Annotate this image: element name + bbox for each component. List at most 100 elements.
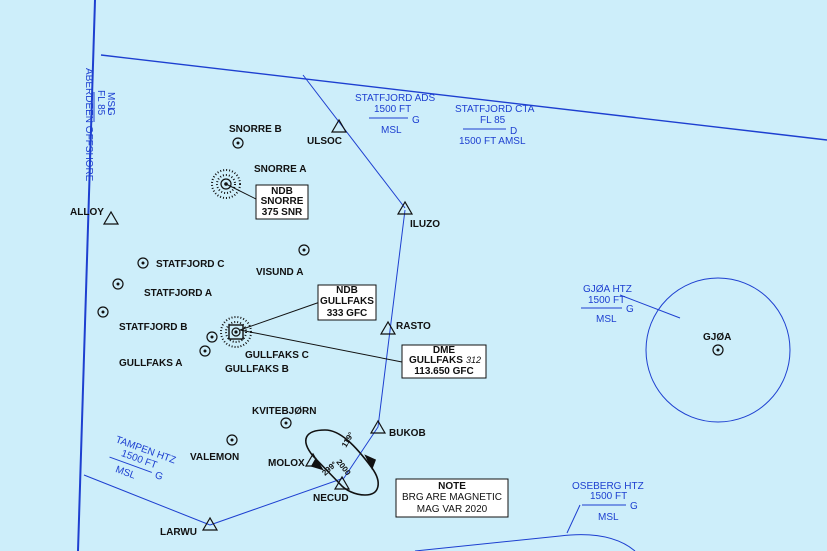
oseberg-htz-lower: MSL [598, 512, 619, 523]
statfjord-ads-lower: MSL [381, 125, 402, 136]
statfjord-c-symbol[interactable] [137, 257, 149, 269]
statfjord-a-label: STATFJORD A [144, 288, 212, 299]
ndb-snorre-freq: 375 SNR [262, 207, 303, 218]
statfjord-cta-upper: FL 85 [480, 115, 506, 126]
snorre-b-label: SNORRE B [229, 124, 282, 135]
ulsoc-label: ULSOC [307, 136, 342, 147]
bukob-label: BUKOB [389, 428, 426, 439]
note-line2: MAG VAR 2020 [417, 504, 488, 515]
ulsoc-iluzo-route [302, 74, 406, 209]
kvitebjorn-symbol[interactable] [280, 417, 292, 429]
ndb-snorre-name: SNORRE [261, 196, 304, 207]
oseberg-leader [566, 504, 581, 534]
aberdeen-boundary [77, 0, 96, 551]
gullfaks-b-label: GULLFAKS B [225, 364, 289, 375]
statfjord-c-label: STATFJORD C [156, 259, 225, 270]
tampen-htz-lower: MSL [114, 464, 137, 482]
bearing-lines [225, 183, 403, 363]
dme-gullfaks-bearing: 312 [466, 355, 481, 365]
snorre-b-symbol[interactable] [232, 137, 244, 149]
gullfaks-c-label: GULLFAKS C [245, 350, 309, 361]
necud-triangle[interactable] [333, 475, 351, 490]
statfjord-b-label: STATFJORD B [119, 322, 188, 333]
gjoa-symbol[interactable] [712, 344, 724, 356]
gjoa-label: GJØA [703, 332, 731, 343]
kvitebjorn-label: KVITEBJØRN [252, 406, 316, 417]
ndb-snorre-type: NDB [271, 186, 293, 197]
ndb-gullfaks-leader [239, 301, 321, 331]
ndb-gullfaks-freq: 333 GFC [327, 308, 368, 319]
visund-a-symbol[interactable] [298, 244, 310, 256]
installations [97, 137, 724, 446]
gjoa-htz-class: G [626, 304, 634, 315]
note-line1: BRG ARE MAGNETIC [402, 492, 502, 503]
note-box: NOTE BRG ARE MAGNETIC MAG VAR 2020 [395, 478, 509, 518]
oseberg-htz-class: G [630, 501, 638, 512]
installation-dots [101, 141, 720, 442]
note-title: NOTE [438, 481, 466, 492]
larwu-label: LARWU [160, 527, 197, 538]
statfjord-cta-boundary [100, 54, 827, 141]
gjoa-radial [619, 294, 681, 319]
necud-label: NECUD [313, 493, 349, 504]
ndb-snorre-leader [225, 183, 259, 201]
alloy-label: ALLOY [70, 207, 104, 218]
gullfaks-a-label: GULLFAKS A [119, 358, 183, 369]
aberdeen-class: G [105, 108, 116, 116]
molox-label: MOLOX [268, 458, 305, 469]
ndb-snorre-symbol[interactable] [211, 169, 241, 199]
iluzo-label: ILUZO [410, 219, 440, 230]
tampen-htz-class: G [153, 470, 164, 483]
visund-a-label: VISUND A [256, 267, 303, 278]
rasto-triangle[interactable] [379, 320, 397, 335]
dme-gullfaks-leader [239, 329, 403, 363]
iluzo-larwu-route [209, 209, 406, 526]
ndb-snorre-box[interactable]: NDB SNORRE 375 SNR [255, 184, 309, 220]
statfjord-cta-class: D [510, 126, 517, 137]
statfjord-a-symbol[interactable] [112, 278, 124, 290]
valemon-symbol[interactable] [226, 434, 238, 446]
bukob-triangle[interactable] [369, 419, 387, 434]
oseberg-htz-arc [559, 534, 636, 551]
ulsoc-triangle[interactable] [330, 118, 348, 133]
alloy-triangle[interactable] [102, 210, 120, 225]
gullfaks-a-symbol[interactable] [199, 345, 211, 357]
iluzo-triangle[interactable] [396, 200, 414, 215]
larwu-triangle[interactable] [201, 516, 219, 531]
ndb-gullfaks-symbol[interactable] [220, 316, 252, 348]
oseberg-htz-name: OSEBERG HTZ [572, 481, 644, 492]
ndb-gullfaks-box[interactable]: NDB GULLFAKS 333 GFC [317, 284, 377, 321]
statfjord-ads-class: G [412, 115, 420, 126]
airspace-boundaries [77, 0, 827, 551]
statfjord-ads-upper: 1500 FT [374, 104, 411, 115]
statfjord-ads-name: STATFJORD ADS [355, 93, 436, 104]
statfjord-cta-lower: 1500 FT AMSL [459, 136, 526, 147]
statfjord-cta-name: STATFJORD CTA [455, 104, 535, 115]
gjoa-htz-name: GJØA HTZ [583, 284, 632, 295]
tampen-htz-divider [109, 456, 152, 473]
aberdeen-name: ABERDEEN OFFSHORE [83, 68, 94, 182]
ndb-gullfaks-type: NDB [336, 285, 358, 296]
snorre-a-label: SNORRE A [254, 164, 306, 175]
oseberg-htz-upper: 1500 FT [590, 491, 627, 502]
reporting-points [102, 118, 414, 531]
gjoa-htz-lower: MSL [596, 314, 617, 325]
waypoint-labels: ULSOC ILUZO ALLOY RASTO BUKOB MOLOX NECU… [70, 136, 440, 538]
airspace-labels: ABERDEEN OFFSHORE FL 85 MSL G STATFJORD … [83, 68, 644, 523]
statfjord-b-symbol[interactable] [97, 306, 109, 318]
installation-labels: SNORRE B SNORRE A VISUND A STATFJORD C S… [119, 124, 731, 463]
molox-triangle[interactable] [304, 452, 322, 467]
gjoa-htz-circle [645, 277, 791, 423]
tampen-htz-boundary [83, 474, 211, 526]
gjoa-htz-upper: 1500 FT [588, 295, 625, 306]
larwu-oseberg-boundary [414, 535, 561, 551]
dme-gullfaks-type: DME [433, 345, 456, 356]
dme-gullfaks-box[interactable]: DME GULLFAKS 312 113.650 GFC [401, 344, 487, 379]
holding-arrow-inbound [364, 454, 377, 470]
aberdeen-upper: FL 85 [95, 90, 106, 116]
dme-gullfaks-freq: 113.650 GFC [414, 366, 473, 377]
gullfaks-b-symbol[interactable] [206, 331, 218, 343]
ndb-gullfaks-name: GULLFAKS [320, 296, 374, 307]
dme-gullfaks-name: GULLFAKS [409, 355, 463, 366]
